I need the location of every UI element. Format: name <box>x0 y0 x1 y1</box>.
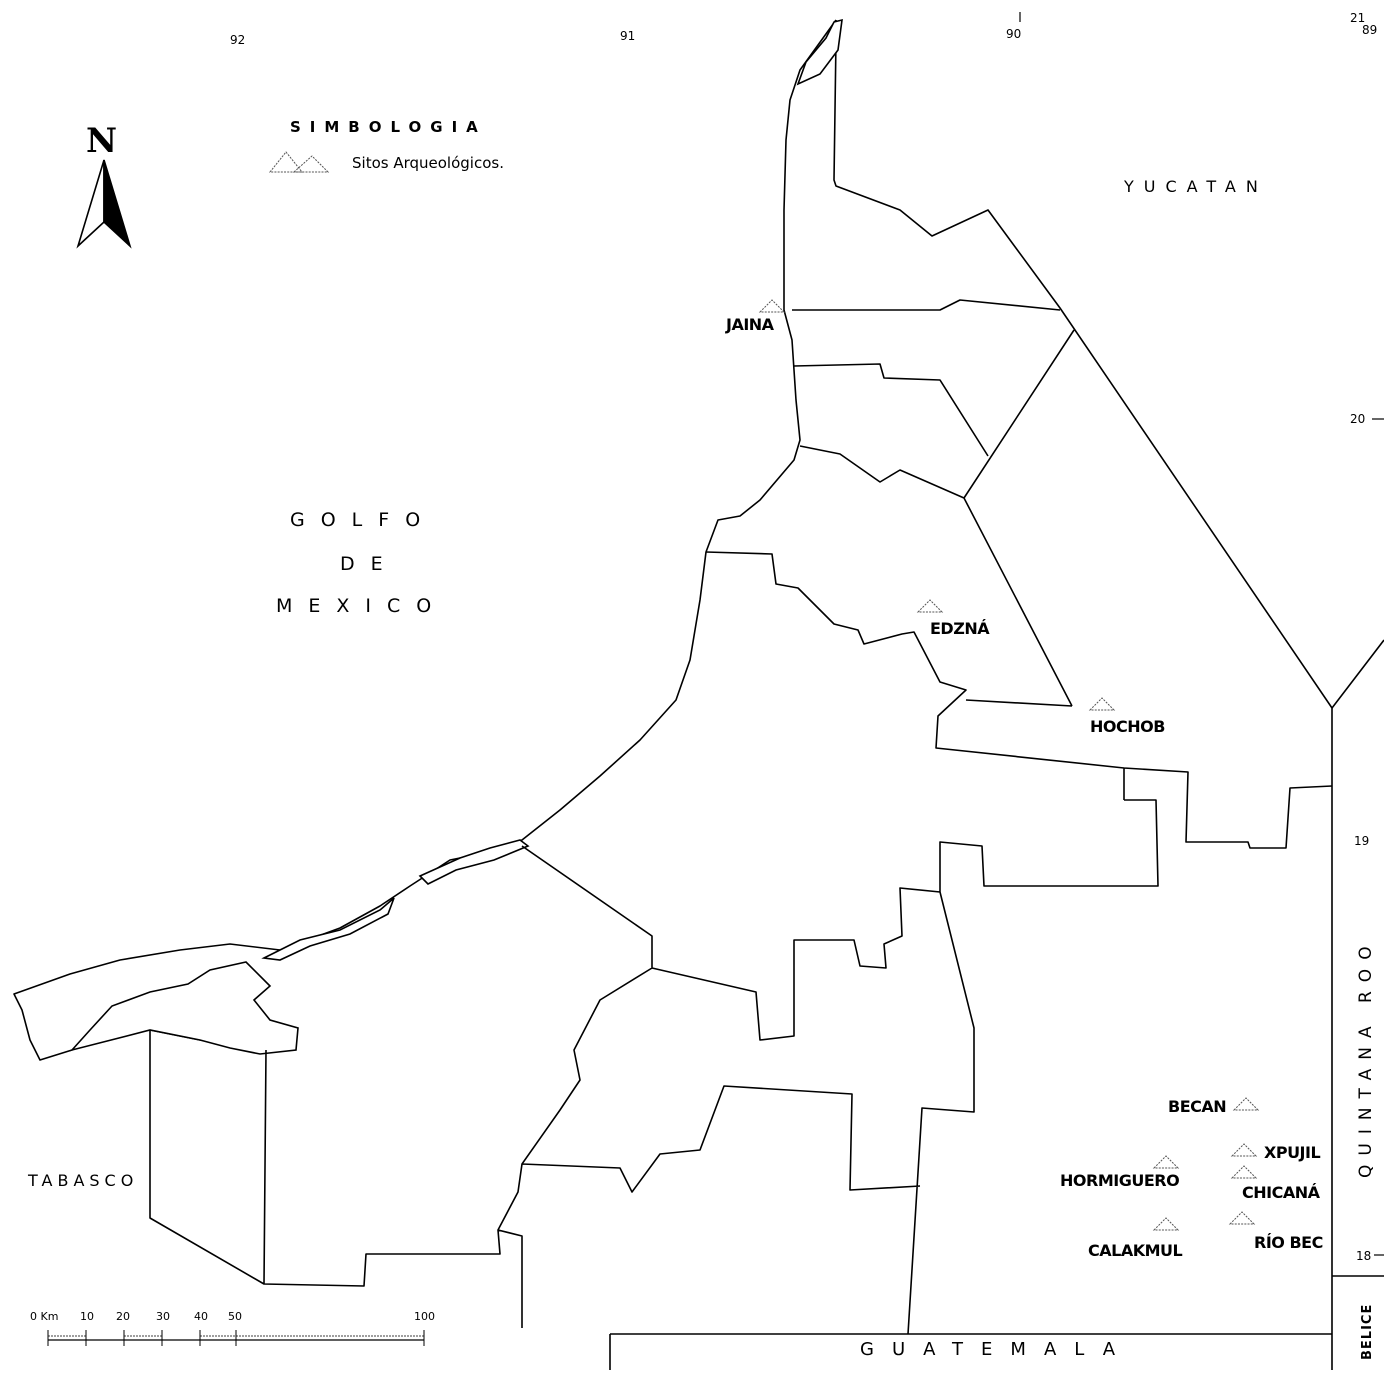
yucatan-label: YUCATAN <box>1123 177 1268 196</box>
legend-site-icon <box>268 151 330 173</box>
isla-jaina <box>796 18 843 86</box>
lon-label-91: 91 <box>620 29 635 43</box>
guatemala-label: GUATEMALA <box>860 1339 1133 1360</box>
isla-del-carmen <box>261 897 395 961</box>
sea-label-line3: MEXICO <box>276 595 447 617</box>
site-label-hochob: HOCHOB <box>1090 717 1165 736</box>
lat-label-19: 19 <box>1354 834 1369 848</box>
scale-label-50: 50 <box>228 1310 242 1323</box>
sea-label-line1: GOLFO <box>290 509 436 531</box>
site-icon-rio-bec <box>1228 1211 1256 1225</box>
site-label-hormiguero: HORMIGUERO <box>1060 1171 1179 1190</box>
tabasco-label: TABASCO <box>27 1171 138 1190</box>
scale-label-30: 30 <box>156 1310 170 1323</box>
site-label-jaina: JAINA <box>725 315 775 334</box>
sea-label-line2: DE <box>340 553 399 575</box>
site-label-xpujil: XPUJIL <box>1264 1143 1320 1162</box>
lat-label-20: 20 <box>1350 412 1365 426</box>
lat-label-18: 18 <box>1356 1249 1371 1263</box>
coastline <box>13 19 1333 1370</box>
site-icon-calakmul <box>1152 1217 1180 1231</box>
site-icon-chicana <box>1230 1165 1258 1179</box>
site-icon-xpujil <box>1230 1143 1258 1157</box>
north-label: N <box>86 121 117 161</box>
lat-label-21: 21 <box>1350 11 1365 25</box>
scale-label-20: 20 <box>116 1310 130 1323</box>
site-icon-hochob <box>1088 697 1116 711</box>
site-label-calakmul: CALAKMUL <box>1088 1241 1183 1260</box>
lon-label-92: 92 <box>230 33 245 47</box>
site-icon-becan <box>1232 1097 1260 1111</box>
site-label-rio-bec: RÍO BEC <box>1254 1233 1323 1252</box>
site-label-edzna: EDZNÁ <box>930 619 990 638</box>
site-icon-hormiguero <box>1152 1155 1180 1169</box>
scale-label-0: 0 Km <box>30 1310 58 1323</box>
scale-label-100: 100 <box>414 1310 435 1323</box>
north-arrow-icon: N <box>76 121 132 249</box>
quintana-roo-label: QUINTANA ROO <box>1356 937 1376 1178</box>
lon-label-89: 89 <box>1362 23 1377 37</box>
site-label-chicana: CHICANÁ <box>1242 1183 1321 1202</box>
laguna-de-terminos <box>69 961 299 1055</box>
scale-bar: 0 Km 10 20 30 40 50 100 <box>30 1310 435 1346</box>
site-label-becan: BECAN <box>1168 1097 1226 1116</box>
lon-label-90: 90 <box>1006 27 1021 41</box>
isla-norte <box>418 839 530 885</box>
scale-label-10: 10 <box>80 1310 94 1323</box>
site-icon-edzna <box>916 599 944 613</box>
legend-title: SIMBOLOGIA <box>290 118 487 136</box>
belice-label: BELICE <box>1360 1304 1375 1360</box>
municipal-boundaries <box>149 299 1384 1370</box>
legend-item-label: Sitos Arqueológicos. <box>352 154 504 172</box>
scale-label-40: 40 <box>194 1310 208 1323</box>
site-icon-jaina <box>758 299 786 313</box>
